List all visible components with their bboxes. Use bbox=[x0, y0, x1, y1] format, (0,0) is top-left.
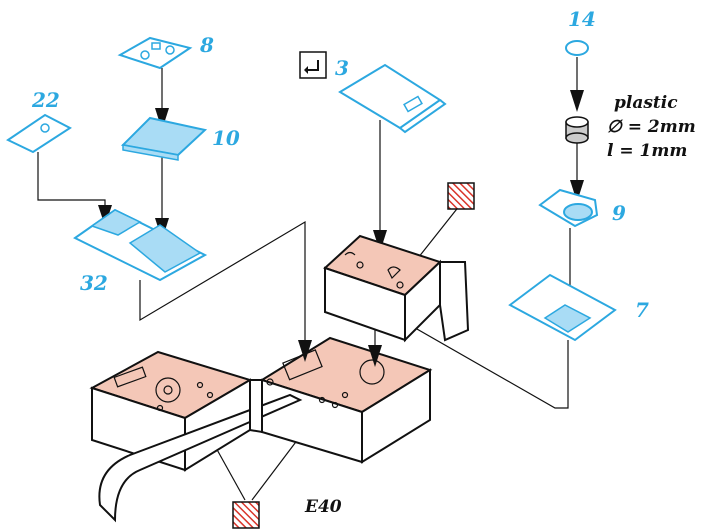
label-part-9: 9 bbox=[612, 201, 626, 225]
part-8: 8 bbox=[117, 33, 214, 70]
label-part-14: 14 bbox=[568, 7, 596, 31]
main-box-back bbox=[323, 234, 470, 343]
label-part-10: 10 bbox=[212, 126, 240, 150]
label-part-22: 22 bbox=[31, 88, 60, 112]
note-length: l = 1mm bbox=[607, 141, 687, 161]
part-3: 3 bbox=[299, 51, 447, 134]
note-diameter: ∅ = 2mm bbox=[607, 117, 696, 137]
part-10: 10 bbox=[120, 116, 240, 161]
part-22: 22 bbox=[5, 88, 72, 154]
label-part-3: 3 bbox=[335, 56, 349, 80]
plastic-cylinder bbox=[565, 116, 589, 144]
fold-arrow-icon bbox=[299, 51, 327, 79]
label-part-8: 8 bbox=[199, 33, 214, 57]
glue-hatch-icon-top bbox=[447, 182, 475, 210]
part-9: 9 bbox=[538, 188, 626, 228]
part-7: 7 bbox=[508, 273, 649, 342]
label-part-32: 32 bbox=[80, 271, 108, 295]
glue-hatch-icon-bottom bbox=[232, 501, 260, 529]
label-part-7: 7 bbox=[635, 298, 649, 322]
part-code-label: E40 bbox=[304, 497, 342, 517]
main-box-front bbox=[89, 336, 433, 523]
part-14: 14 bbox=[565, 7, 596, 56]
part-32: 32 bbox=[73, 208, 208, 295]
note-material: plastic bbox=[614, 93, 678, 113]
